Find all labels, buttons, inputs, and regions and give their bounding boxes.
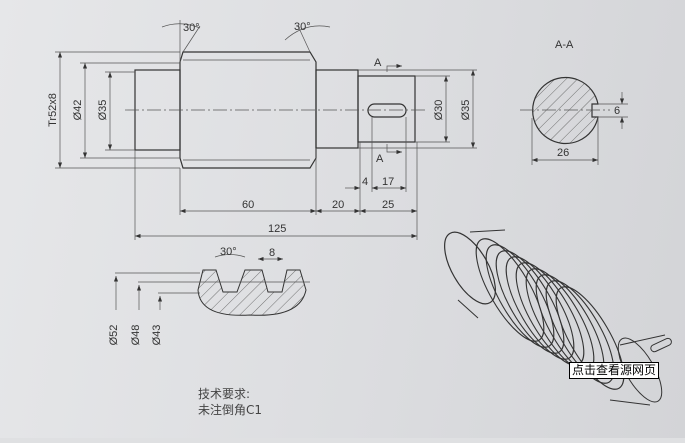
dia-30-label: Ø30 — [433, 100, 445, 121]
technical-requirements: 技术要求: 未注倒角C1 — [198, 386, 262, 418]
shaft-main-view — [125, 51, 425, 169]
section-width-label: 26 — [557, 147, 569, 159]
len-17-label: 17 — [382, 176, 394, 188]
dia-48-label: Ø48 — [130, 325, 142, 346]
dims-horizontal: 60 20 25 4 17 125 — [134, 117, 418, 240]
dia-35-left-label: Ø35 — [97, 100, 109, 121]
angle-dims: 30° 30° — [161, 20, 331, 62]
angle-right-label: 30° — [294, 21, 311, 33]
thread-profile: Ø52 Ø48 Ø43 30° 8 — [108, 246, 310, 345]
notes-line: 未注倒角C1 — [198, 403, 263, 417]
len-25-label: 25 — [382, 199, 394, 211]
dims-right: Ø30 Ø35 A A — [358, 57, 477, 165]
dims-left: Tr52x8 Ø42 Ø35 — [47, 51, 180, 169]
len-60-label: 60 — [242, 199, 254, 211]
section-mark-bottom: A — [376, 153, 384, 165]
len-125-label: 125 — [268, 223, 286, 235]
len-4-label: 4 — [362, 176, 368, 188]
section-title: A-A — [555, 39, 574, 51]
dia-52-label: Ø52 — [108, 325, 120, 346]
key-depth-label: 6 — [614, 105, 620, 117]
section-mark-top: A — [374, 57, 382, 69]
notes-heading: 技术要求: — [198, 387, 251, 401]
len-20-label: 20 — [332, 199, 344, 211]
view-source-link[interactable]: 点击查看源网页 — [569, 362, 660, 379]
thread-pitch-label: 8 — [269, 247, 275, 259]
isometric-view — [444, 229, 672, 406]
section-view: A-A 6 26 — [520, 39, 628, 165]
dia-35-right-label: Ø35 — [460, 100, 472, 121]
thread-spec-label: Tr52x8 — [47, 93, 59, 127]
angle-left-label: 30° — [183, 22, 200, 34]
thread-angle-label: 30° — [220, 246, 237, 258]
dia-42-label: Ø42 — [72, 100, 84, 121]
dia-43-label: Ø43 — [151, 325, 163, 346]
